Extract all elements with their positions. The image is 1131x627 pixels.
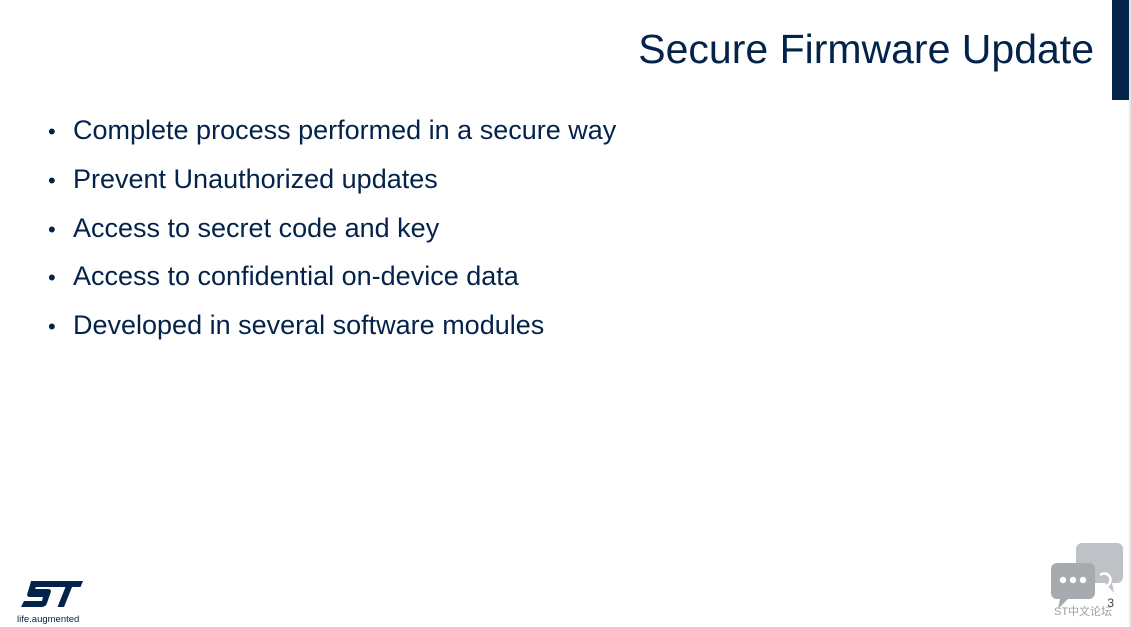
bullet-marker: •: [48, 265, 56, 291]
bullet-item: • Prevent Unauthorized updates: [48, 164, 616, 213]
bullet-marker: •: [48, 119, 56, 144]
st-logo-icon: [21, 581, 83, 607]
bullet-text: Prevent Unauthorized updates: [73, 163, 438, 194]
bullet-list: • Complete process performed in a secure…: [48, 115, 616, 359]
bullet-marker: •: [48, 314, 56, 340]
bullet-marker: •: [48, 216, 56, 242]
title-accent-bar: [1112, 0, 1129, 100]
bullet-item: • Access to confidential on-device data: [48, 261, 616, 310]
chat-bubbles-icon: [1051, 543, 1123, 609]
watermark-text: ST中文论坛: [1054, 606, 1113, 618]
slide-title: Secure Firmware Update: [638, 26, 1094, 72]
bullet-text: Developed in several software modules: [73, 310, 545, 341]
bullet-item: • Access to secret code and key: [48, 213, 616, 262]
page-number: 3: [1107, 596, 1114, 610]
bullet-marker: •: [48, 167, 56, 193]
slide-right-edge: [1129, 0, 1131, 627]
bullet-text: Access to secret code and key: [73, 212, 440, 243]
bullet-text: Complete process performed in a secure w…: [73, 115, 617, 145]
bullet-text: Access to confidential on-device data: [73, 261, 519, 292]
bullet-item: • Complete process performed in a secure…: [48, 115, 616, 164]
bullet-item: • Developed in several software modules: [48, 310, 616, 359]
logo-tagline: life.augmented: [17, 614, 80, 625]
